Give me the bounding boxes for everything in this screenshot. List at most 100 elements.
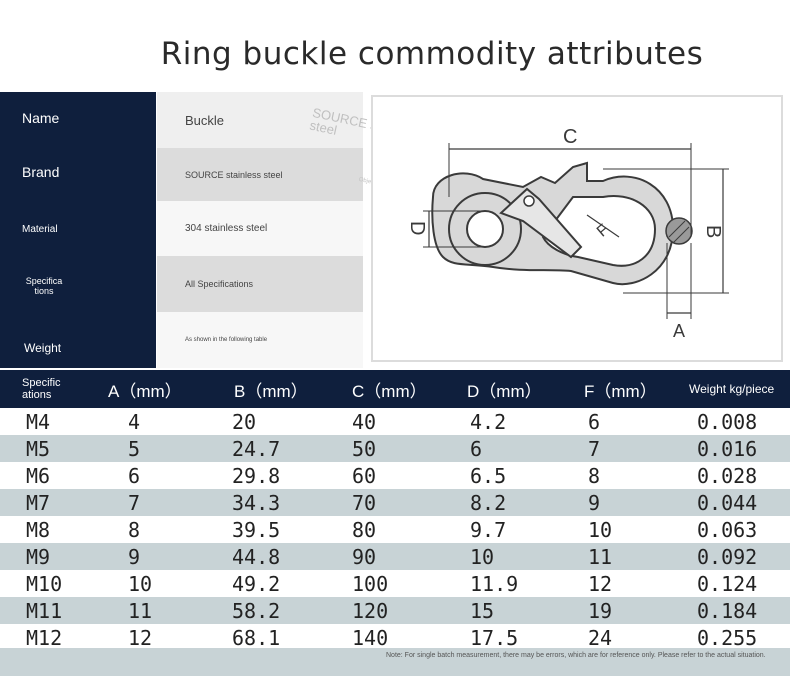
cell-a: 7 bbox=[128, 490, 141, 515]
attribute-label-specifications: Specifica tions bbox=[25, 276, 63, 296]
attribute-value-material-text: 304 stainless steel bbox=[185, 223, 268, 234]
snap-hook-diagram: C B D A F bbox=[371, 95, 783, 362]
cell-d: 6.5 bbox=[470, 463, 507, 488]
note-bar bbox=[0, 648, 790, 676]
cell-weight: 0.044 bbox=[697, 490, 758, 515]
gate bbox=[499, 187, 583, 259]
cell-a: 5 bbox=[128, 436, 141, 461]
dim-f-line bbox=[586, 214, 620, 238]
cell-b: 68.1 bbox=[232, 625, 281, 650]
cell-spec: M4 bbox=[26, 409, 51, 434]
attribute-value-column: Buckle SOURCE stainless steel 304 stainl… bbox=[157, 92, 363, 368]
cell-c: 120 bbox=[352, 598, 389, 623]
cell-d: 4.2 bbox=[470, 409, 507, 434]
cell-d: 17.5 bbox=[470, 625, 519, 650]
cell-spec: M8 bbox=[26, 517, 51, 542]
dim-label-b: B bbox=[702, 225, 724, 238]
attribute-value-brand: SOURCE stainless steel bbox=[157, 148, 363, 201]
measurement-note: Note: For single batch measurement, ther… bbox=[386, 652, 766, 659]
header-c: C（mm） bbox=[352, 381, 427, 401]
cell-f: 7 bbox=[588, 436, 601, 461]
cell-weight: 0.016 bbox=[697, 436, 758, 461]
cell-f: 6 bbox=[588, 409, 601, 434]
cell-a: 6 bbox=[128, 463, 141, 488]
cell-a: 9 bbox=[128, 544, 141, 569]
attribute-label-brand: Brand bbox=[22, 164, 60, 180]
cell-c: 50 bbox=[352, 436, 377, 461]
cell-b: 20 bbox=[232, 409, 257, 434]
cell-c: 90 bbox=[352, 544, 377, 569]
cell-b: 34.3 bbox=[232, 490, 281, 515]
cell-a: 4 bbox=[128, 409, 141, 434]
attribute-label-weight: Weight bbox=[24, 341, 62, 355]
eye-hole bbox=[466, 210, 504, 248]
cell-d: 6 bbox=[470, 436, 483, 461]
table-row: M9 9 44.8 90 10 11 0.092 bbox=[0, 543, 790, 570]
cell-weight: 0.255 bbox=[697, 625, 758, 650]
cell-d: 8.2 bbox=[470, 490, 507, 515]
snap-hook-drawing: C B D A F bbox=[406, 126, 729, 341]
cell-spec: M7 bbox=[26, 490, 51, 515]
cell-f: 19 bbox=[588, 598, 613, 623]
cell-b: 58.2 bbox=[232, 598, 281, 623]
section-pin bbox=[665, 217, 693, 245]
cell-d: 10 bbox=[470, 544, 495, 569]
cell-spec: M9 bbox=[26, 544, 51, 569]
cell-b: 39.5 bbox=[232, 517, 281, 542]
cell-b: 24.7 bbox=[232, 436, 281, 461]
attribute-value-material: 304 stainless steel bbox=[157, 201, 363, 256]
table-row: M5 5 24.7 50 6 7 0.016 bbox=[0, 435, 790, 462]
attribute-value-weight-text: As shown in the following table bbox=[185, 336, 268, 343]
cell-weight: 0.184 bbox=[697, 598, 758, 623]
cell-b: 49.2 bbox=[232, 571, 281, 596]
spec-table-header: Specific ations A（mm） B（mm） C（mm） D（mm） … bbox=[0, 370, 790, 408]
header-b: B（mm） bbox=[234, 381, 308, 401]
cell-weight: 0.028 bbox=[697, 463, 758, 488]
cell-weight: 0.092 bbox=[697, 544, 758, 569]
cell-c: 70 bbox=[352, 490, 377, 515]
attribute-label-column: Name Brand Material Specifica tions Weig… bbox=[0, 92, 156, 368]
attribute-value-name: Buckle bbox=[157, 92, 363, 148]
table-row: M8 8 39.5 80 9.7 10 0.063 bbox=[0, 516, 790, 543]
cell-weight: 0.124 bbox=[697, 571, 758, 596]
table-row: M11 11 58.2 120 15 19 0.184 bbox=[0, 597, 790, 624]
cell-f: 12 bbox=[588, 571, 613, 596]
cell-spec: M6 bbox=[26, 463, 51, 488]
cell-b: 44.8 bbox=[232, 544, 281, 569]
cell-weight: 0.008 bbox=[697, 409, 758, 434]
dim-label-d: D bbox=[406, 221, 428, 235]
header-a: A（mm） bbox=[108, 381, 182, 401]
cell-spec: M11 bbox=[26, 598, 63, 623]
table-row: M7 7 34.3 70 8.2 9 0.044 bbox=[0, 489, 790, 516]
attribute-label-material: Material bbox=[22, 224, 58, 235]
section-hatch-2 bbox=[672, 226, 690, 244]
cell-a: 10 bbox=[128, 571, 153, 596]
cell-d: 15 bbox=[470, 598, 495, 623]
table-row: M10 10 49.2 100 11.9 12 0.124 bbox=[0, 570, 790, 597]
cell-c: 140 bbox=[352, 625, 389, 650]
cell-c: 40 bbox=[352, 409, 377, 434]
table-row: M12 12 68.1 140 17.5 24 0.255 bbox=[0, 624, 790, 651]
table-row: M6 6 29.8 60 6.5 8 0.028 bbox=[0, 462, 790, 489]
dim-label-a: A bbox=[673, 321, 685, 341]
header-f: F（mm） bbox=[584, 381, 657, 401]
section-hatch-1 bbox=[668, 220, 686, 238]
attribute-value-specifications: All Specifications bbox=[157, 256, 363, 312]
cell-d: 11.9 bbox=[470, 571, 519, 596]
attribute-value-brand-text: SOURCE stainless steel bbox=[185, 169, 283, 180]
cell-d: 9.7 bbox=[470, 517, 507, 542]
cell-f: 10 bbox=[588, 517, 613, 542]
dim-label-c: C bbox=[563, 126, 577, 148]
cell-spec: M5 bbox=[26, 436, 51, 461]
attribute-value-specifications-text: All Specifications bbox=[185, 279, 254, 289]
attribute-label-name: Name bbox=[22, 110, 60, 126]
cell-f: 9 bbox=[588, 490, 601, 515]
page-title: Ring buckle commodity attributes bbox=[160, 36, 704, 72]
header-d: D（mm） bbox=[467, 381, 542, 401]
header-weight: Weight kg/piece bbox=[689, 382, 775, 396]
cell-spec: M12 bbox=[26, 625, 63, 650]
cell-c: 80 bbox=[352, 517, 377, 542]
cell-a: 11 bbox=[128, 598, 153, 623]
cell-c: 60 bbox=[352, 463, 377, 488]
attribute-value-name-text: Buckle bbox=[185, 112, 225, 128]
